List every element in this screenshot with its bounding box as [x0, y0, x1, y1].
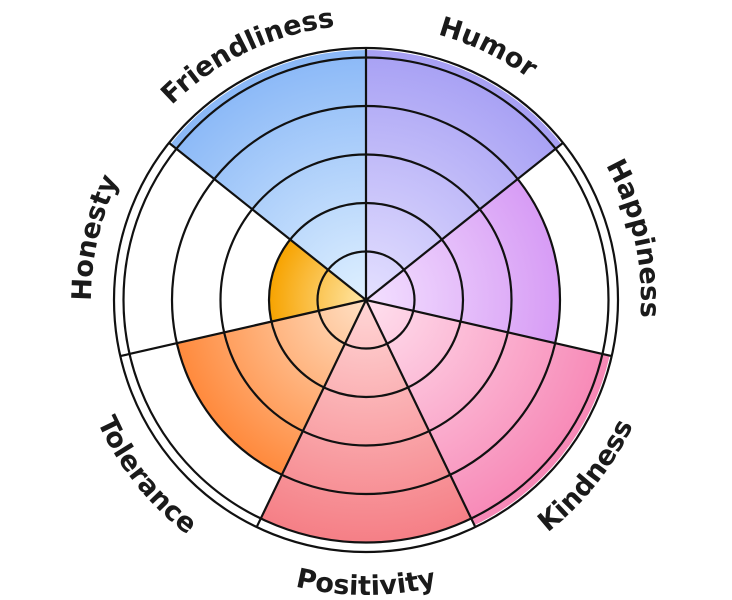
spoke-line	[365, 298, 612, 358]
sector-kindness	[366, 300, 610, 526]
spoke-line	[120, 298, 367, 358]
spoke-line	[255, 299, 367, 528]
sector-honesty	[269, 239, 366, 322]
grid-layer	[112, 46, 620, 554]
label-positivity: Positivity	[294, 563, 439, 600]
label-honesty: Honesty	[67, 170, 125, 302]
sector-positivity	[260, 300, 472, 543]
spoke-line	[168, 142, 367, 301]
spoke-line	[365, 299, 477, 528]
sectors-layer	[170, 50, 610, 543]
spoke-line	[365, 142, 564, 301]
